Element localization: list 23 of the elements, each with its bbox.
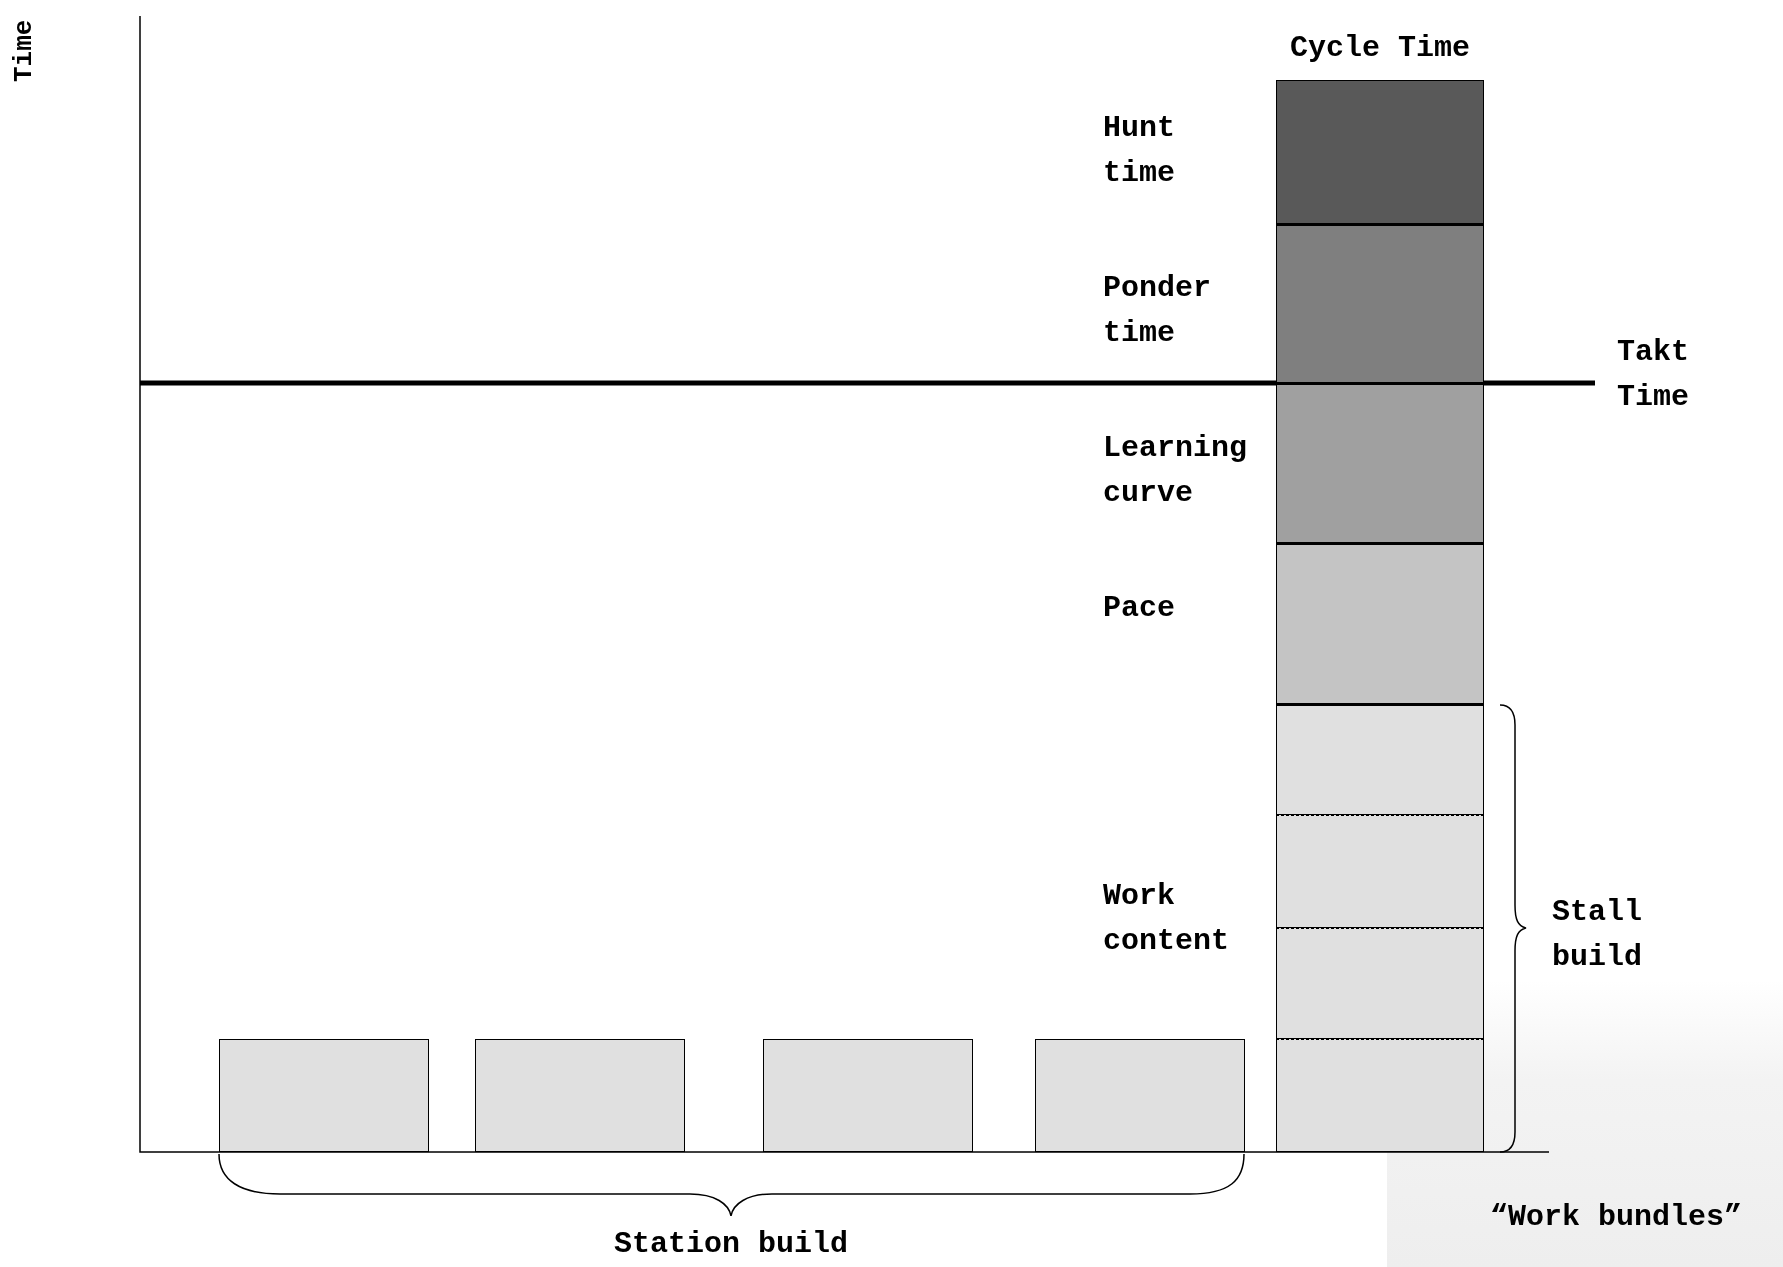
stacked-bar-segment: [1276, 543, 1484, 704]
brace-label: Station build: [614, 1226, 848, 1263]
axis-title: Time: [8, 19, 40, 82]
segment-label: Learning curve: [1103, 430, 1248, 512]
stacked-bar-segment: [1276, 383, 1484, 543]
stacked-bar-segment: [1276, 1039, 1484, 1152]
station-box: [1035, 1039, 1245, 1152]
takt-time-label: Takt Time: [1617, 334, 1689, 416]
note-label: “Work bundles”: [1490, 1199, 1743, 1236]
station-box: [475, 1039, 685, 1152]
segment-label: Work content: [1103, 878, 1230, 960]
station-box: [219, 1039, 429, 1152]
stacked-bar-segment: [1276, 224, 1484, 383]
segment-label: Ponder time: [1103, 270, 1212, 352]
stacked-bar-segment: [1276, 928, 1484, 1039]
stacked-bar-segment: [1276, 704, 1484, 815]
segment-label: Pace: [1103, 590, 1175, 627]
stacked-bar-segment: [1276, 815, 1484, 928]
column-title: Cycle Time: [1290, 30, 1470, 67]
segment-label: Hunt time: [1103, 110, 1175, 192]
brace-label: Stall build: [1552, 894, 1642, 976]
station-box: [763, 1039, 973, 1152]
stacked-bar-segment: [1276, 80, 1484, 224]
